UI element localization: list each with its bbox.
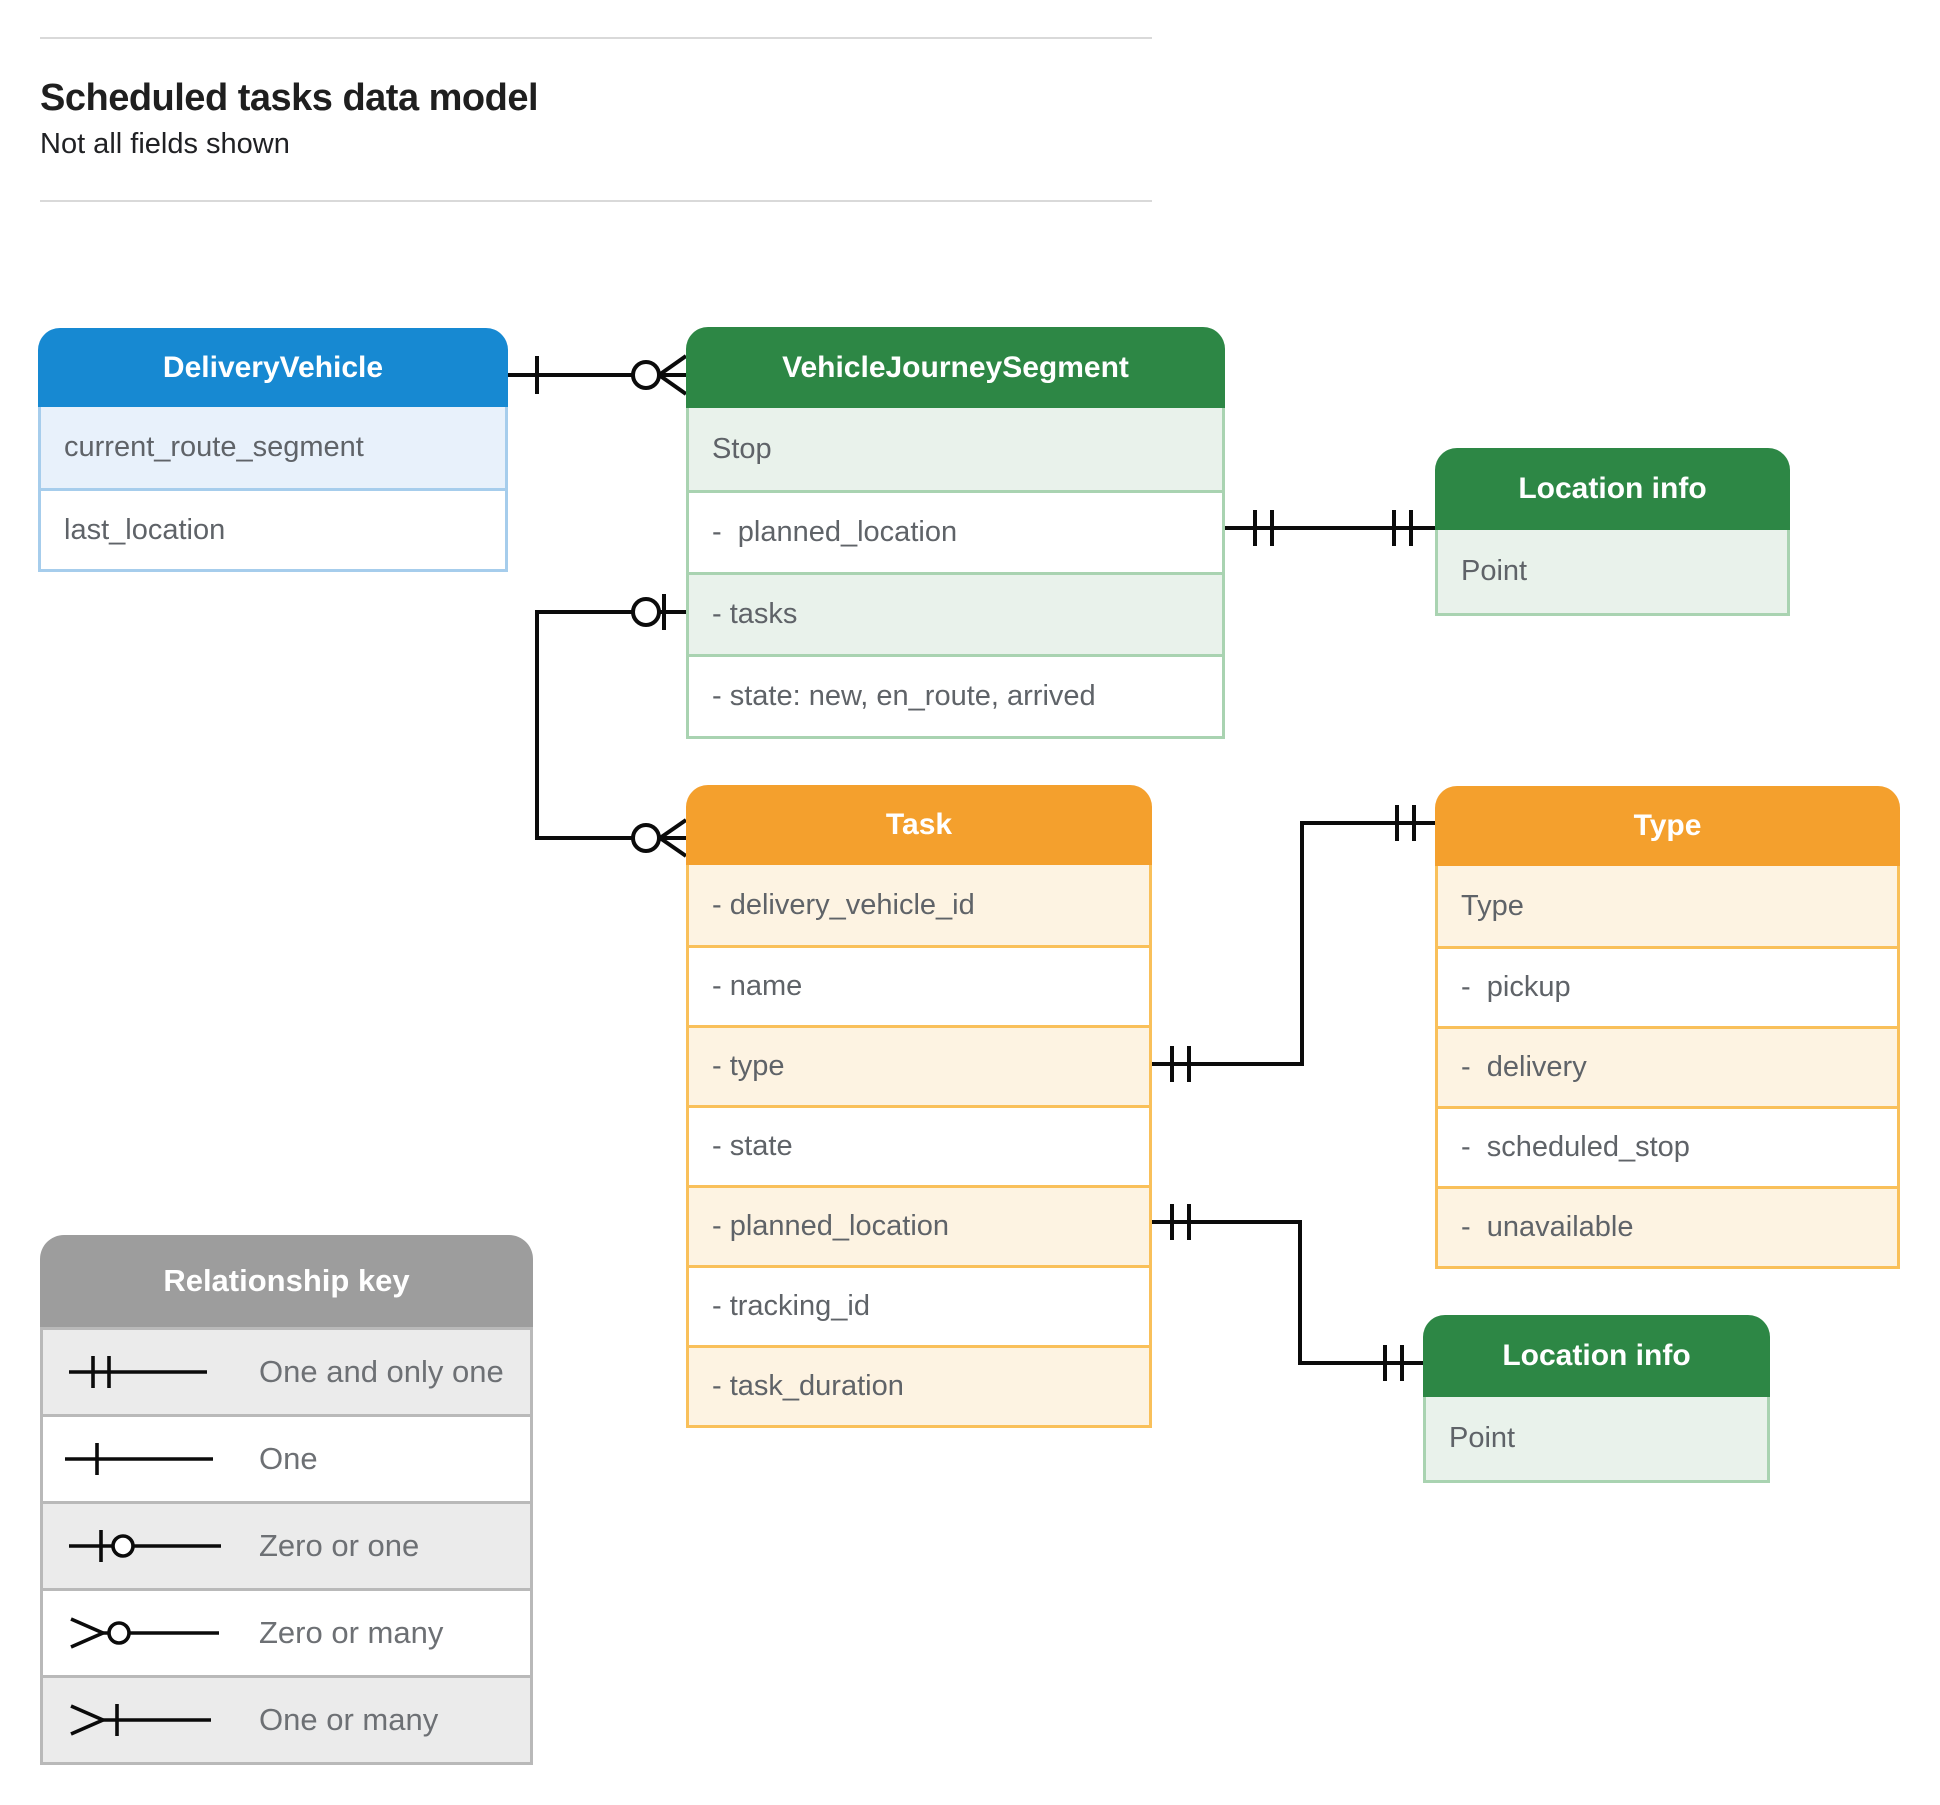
entity-location-info-top-title: Location info (1435, 448, 1790, 530)
zero-or-one-symbol-icon (69, 1530, 221, 1562)
one-and-only-one-ticks (1395, 805, 1416, 841)
one-and-only-one-ticks (1170, 1204, 1191, 1240)
legend-label: Zero or many (259, 1615, 444, 1650)
entity-location-info-top: Location info Point (1435, 448, 1790, 616)
field-unavailable: - unavailable (1438, 1186, 1897, 1266)
zero-circle (631, 597, 661, 627)
legend-item-one-and-only-one: One and only one (43, 1327, 530, 1414)
one-and-only-one-ticks (1392, 510, 1413, 546)
field-last-location: last_location (41, 488, 505, 569)
entity-type-title: Type (1435, 786, 1900, 866)
field-scheduled-stop: - scheduled_stop (1438, 1106, 1897, 1186)
zero-circle (631, 823, 661, 853)
legend-label: Zero or one (259, 1528, 420, 1563)
top-divider (40, 37, 1152, 39)
entity-task-title: Task (686, 785, 1152, 865)
legend-label: One or many (259, 1702, 439, 1737)
field-tracking-id: - tracking_id (689, 1265, 1149, 1345)
legend-item-one: One (43, 1414, 530, 1501)
field-type: - type (689, 1025, 1149, 1105)
field-state: - state (689, 1105, 1149, 1185)
field-type: Type (1438, 866, 1897, 946)
legend-item-zero-or-many: Zero or many (43, 1588, 530, 1675)
field-task-duration: - task_duration (689, 1345, 1149, 1425)
page-title: Scheduled tasks data model (40, 77, 539, 120)
legend-label: One (259, 1441, 318, 1476)
entity-location-info-bottom-title: Location info (1423, 1315, 1770, 1397)
entity-vehicle-journey-segment: VehicleJourneySegment Stop - planned_loc… (686, 327, 1225, 739)
field-point: Point (1438, 530, 1787, 613)
field-name: - name (689, 945, 1149, 1025)
entity-vehicle-journey-segment-title: VehicleJourneySegment (686, 327, 1225, 408)
zero-circle (631, 360, 661, 390)
legend-label: One and only one (259, 1354, 504, 1389)
entity-delivery-vehicle-title: DeliveryVehicle (38, 328, 508, 407)
one-and-only-one-symbol-icon (69, 1356, 207, 1388)
crow-foot (657, 354, 688, 396)
legend-item-zero-or-one: Zero or one (43, 1501, 530, 1588)
one-or-many-symbol-icon (70, 1704, 211, 1736)
title-divider (40, 200, 1152, 202)
field-stop: Stop (689, 408, 1222, 490)
entity-type: Type Type - pickup - delivery - schedule… (1435, 786, 1900, 1269)
entity-task: Task - delivery_vehicle_id - name - type… (686, 785, 1152, 1428)
page-subtitle: Not all fields shown (40, 128, 290, 160)
field-point: Point (1426, 1397, 1767, 1480)
field-planned-location: - planned_location (689, 1185, 1149, 1265)
one-and-only-one-ticks (1253, 510, 1274, 546)
field-state: - state: new, en_route, arrived (689, 654, 1222, 736)
field-pickup: - pickup (1438, 946, 1897, 1026)
rel-task-plannedlocation-to-locationinfo (1152, 1204, 1423, 1381)
crow-foot (658, 818, 688, 858)
one-symbol-icon (65, 1443, 213, 1475)
field-delivery: - delivery (1438, 1026, 1897, 1106)
field-delivery-vehicle-id: - delivery_vehicle_id (689, 865, 1149, 945)
relationship-key-title: Relationship key (40, 1235, 533, 1327)
field-planned-location: - planned_location (689, 490, 1222, 572)
one-and-only-one-ticks (1383, 1345, 1404, 1381)
one-and-only-one-ticks (1170, 1046, 1191, 1082)
rel-deliveryvehicle-to-vehiclejourneysegment (507, 354, 688, 396)
legend-item-one-or-many: One or many (43, 1675, 530, 1762)
entity-delivery-vehicle: DeliveryVehicle current_route_segment la… (38, 328, 508, 572)
zero-or-many-symbol-icon (70, 1617, 219, 1649)
field-current-route-segment: current_route_segment (41, 407, 505, 488)
rel-vehiclejourneysegment-plannedlocation-to-locationinfo (1225, 510, 1435, 546)
entity-location-info-bottom: Location info Point (1423, 1315, 1770, 1483)
relationship-key: Relationship key One and only one One Ze… (40, 1235, 533, 1765)
field-tasks: - tasks (689, 572, 1222, 654)
rel-task-type-to-type (1152, 805, 1435, 1082)
rel-vehiclejourneysegment-tasks-to-task (535, 594, 688, 858)
